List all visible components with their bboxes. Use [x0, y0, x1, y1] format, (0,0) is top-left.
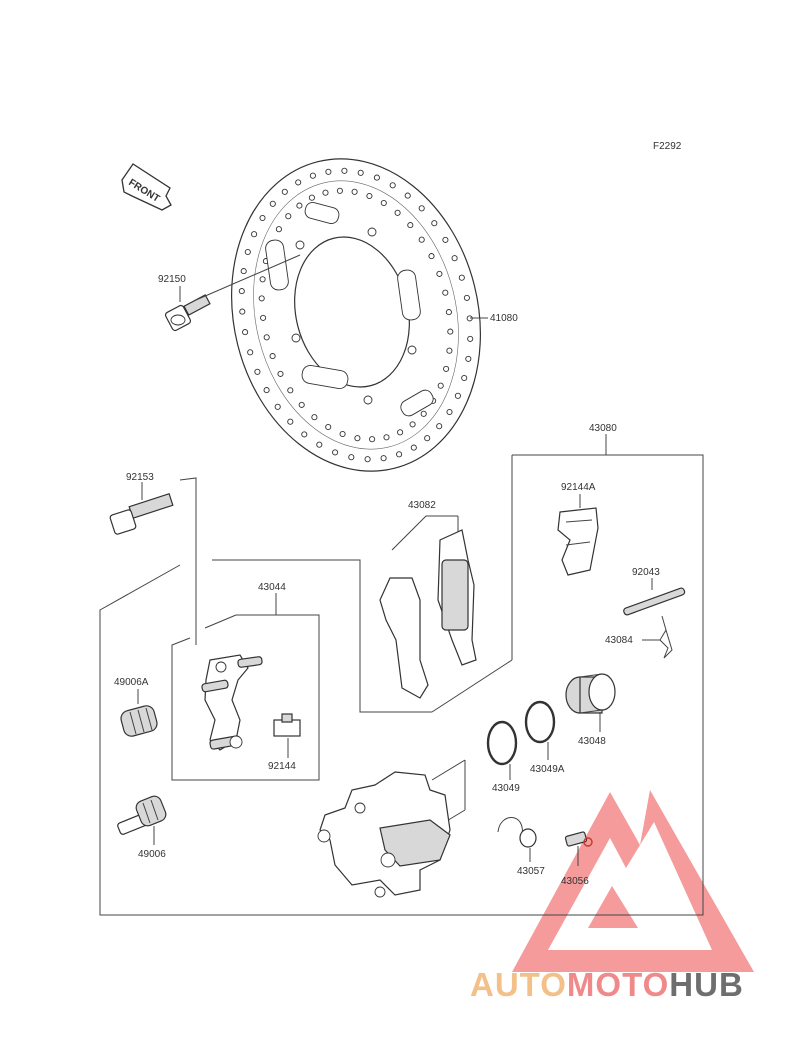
watermark-brand: AUTOMOTOHUB	[470, 968, 744, 1001]
boot-slide	[117, 795, 167, 835]
watermark-text-hub: HUB	[669, 966, 744, 1003]
part-number-mount-bolt: 92153	[126, 472, 154, 483]
part-number-brake-pads: 43082	[408, 500, 436, 511]
disc-vent-holes	[238, 167, 474, 463]
mount-bolt	[109, 493, 174, 535]
part-number-dust-seal: 43049A	[530, 764, 565, 775]
watermark-text-moto: MOTO	[566, 966, 670, 1003]
part-number-piston-seal: 43049	[492, 783, 520, 794]
part-number-pin: 92043	[632, 567, 660, 578]
part-number-disc-bolt: 92150	[158, 274, 186, 285]
brake-pad-outer	[437, 529, 477, 666]
caliper-bracket	[201, 654, 263, 751]
part-number-bleed-cap: 43057	[517, 866, 545, 877]
part-number-boot-slide: 49006	[138, 849, 166, 860]
piston-seal	[486, 720, 518, 766]
part-number-cotter-clip: 43084	[605, 635, 633, 646]
disc-bolt	[164, 294, 211, 332]
bleed-cap	[497, 817, 537, 848]
watermark-text-auto: AUTO	[470, 966, 567, 1003]
brake-pad-inner	[379, 577, 429, 699]
dust-seal	[524, 700, 556, 744]
part-number-disc: 41080	[490, 313, 518, 324]
front-arrow-icon: FRONT	[121, 163, 172, 211]
caliper-body	[317, 771, 451, 898]
part-number-spring-clip: 92144A	[561, 482, 596, 493]
boot-small	[120, 705, 158, 737]
pad-spring	[273, 713, 301, 737]
part-number-piston: 43048	[578, 736, 606, 747]
part-number-boot-small: 49006A	[114, 677, 149, 688]
brake-disc	[231, 158, 481, 472]
caliper-piston	[565, 673, 616, 714]
spring-clip	[557, 507, 599, 576]
watermark-logo-icon	[512, 790, 754, 972]
caliper-pin	[623, 587, 686, 616]
part-number-caliper-assembly: 43080	[589, 423, 617, 434]
bleed-valve	[564, 831, 593, 847]
cotter-clip	[659, 615, 673, 659]
part-number-bracket: 43044	[258, 582, 286, 593]
part-number-bleed-valve: 43056	[561, 876, 589, 887]
figure-code: F2292	[653, 141, 682, 152]
part-number-pad-spring: 92144	[268, 761, 296, 772]
